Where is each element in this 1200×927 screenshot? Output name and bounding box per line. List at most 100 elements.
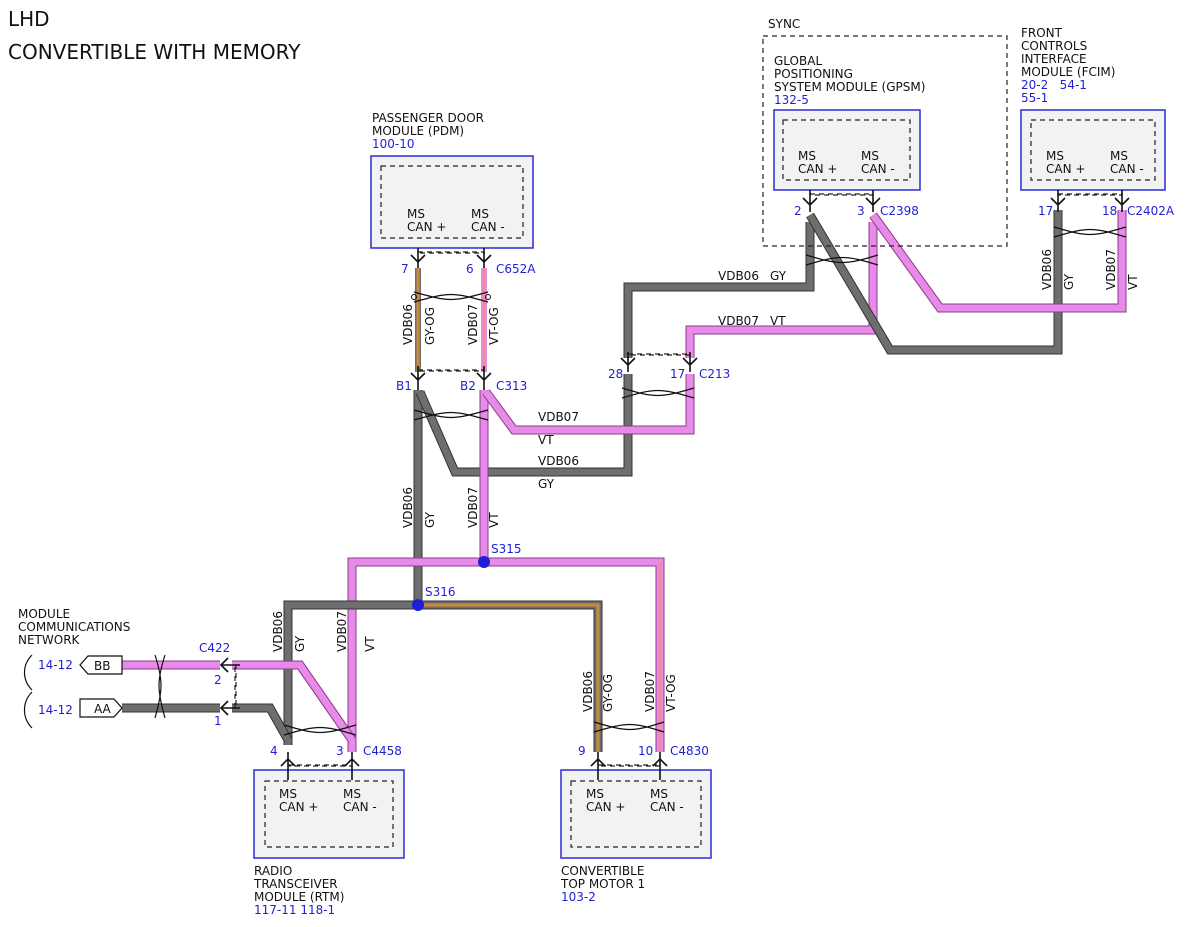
fcim-ref-line2: 55-1	[1021, 91, 1048, 105]
svg-text:VT-OG: VT-OG	[664, 674, 678, 712]
svg-text:VDB06: VDB06	[401, 487, 415, 528]
svg-text:MS: MS	[798, 149, 816, 163]
svg-text:VDB06: VDB06	[718, 269, 759, 283]
svg-text:VT-OG: VT-OG	[487, 307, 501, 345]
network-bb-ref: 14-12	[38, 658, 73, 672]
wire-vt-s315	[347, 557, 665, 752]
svg-text:CAN -: CAN -	[471, 220, 505, 234]
sync-boundary	[762, 35, 1008, 247]
c2402a-label: C2402A	[1127, 204, 1175, 218]
c213-pin-28: 28	[608, 367, 623, 381]
svg-text:RADIO: RADIO	[254, 864, 292, 878]
svg-text:VT: VT	[363, 636, 377, 652]
twist-rtm	[283, 724, 357, 736]
svg-text:VT: VT	[1126, 274, 1140, 290]
svg-text:FRONT: FRONT	[1021, 26, 1063, 40]
svg-text:GY: GY	[293, 635, 307, 652]
svg-text:TOP MOTOR 1: TOP MOTOR 1	[560, 877, 645, 891]
svg-text:VDB07: VDB07	[1104, 249, 1118, 290]
module-pdm: PASSENGER DOOR MODULE (PDM) 100-10 MS CA…	[370, 111, 534, 249]
c313-label: C313	[496, 379, 527, 393]
svg-text:CONTROLS: CONTROLS	[1021, 39, 1087, 53]
svg-text:CAN +: CAN +	[407, 220, 446, 234]
module-fcim: FRONT CONTROLS INTERFACE MODULE (FCIM) 2…	[1020, 26, 1166, 191]
c4830-pin-9: 9	[578, 744, 586, 758]
svg-text:CAN +: CAN +	[586, 800, 625, 814]
twist-network	[154, 654, 166, 719]
c4830-label: C4830	[670, 744, 709, 758]
svg-text:MS: MS	[1110, 149, 1128, 163]
svg-text:VDB06: VDB06	[401, 304, 415, 345]
network-tag-bb: BB	[79, 655, 123, 675]
svg-text:MODULE (RTM): MODULE (RTM)	[254, 890, 344, 904]
svg-text:VT: VT	[487, 512, 501, 528]
svg-text:GY: GY	[423, 511, 437, 528]
svg-text:VDB06: VDB06	[271, 611, 285, 652]
svg-text:AA: AA	[94, 702, 112, 716]
svg-text:GY-OG: GY-OG	[423, 307, 437, 345]
svg-text:SYSTEM MODULE (GPSM): SYSTEM MODULE (GPSM)	[774, 80, 925, 94]
svg-text:CONVERTIBLE: CONVERTIBLE	[561, 864, 644, 878]
c2398-pin-2: 2	[794, 204, 802, 218]
splice-s316-label: S316	[425, 585, 456, 599]
svg-text:BB: BB	[94, 659, 110, 673]
svg-text:VDB06: VDB06	[538, 454, 579, 468]
network-tag-aa: AA	[79, 698, 123, 718]
svg-text:CAN +: CAN +	[279, 800, 318, 814]
svg-text:MODULE: MODULE	[18, 607, 70, 621]
svg-text:CAN -: CAN -	[343, 800, 377, 814]
twist-gpsm	[805, 254, 879, 266]
svg-text:CAN -: CAN -	[861, 162, 895, 176]
svg-text:CAN -: CAN -	[1110, 162, 1144, 176]
svg-text:VDB07: VDB07	[538, 410, 579, 424]
svg-text:VT: VT	[538, 433, 554, 447]
c4458-pin-4: 4	[270, 744, 278, 758]
title-line2: CONVERTIBLE WITH MEMORY	[8, 40, 301, 64]
svg-text:VDB06: VDB06	[1040, 249, 1054, 290]
svg-text:GY: GY	[538, 477, 555, 491]
svg-text:GLOBAL: GLOBAL	[774, 54, 822, 68]
network-aa-ref: 14-12	[38, 703, 73, 717]
svg-text:CAN +: CAN +	[798, 162, 837, 176]
network-bracket	[23, 654, 33, 729]
pdm-ref: 100-10	[372, 137, 415, 151]
svg-text:MS: MS	[1046, 149, 1064, 163]
pdm-name-line1: PASSENGER DOOR	[372, 111, 484, 125]
sync-label: SYNC	[768, 17, 800, 31]
svg-text:MS: MS	[650, 787, 668, 801]
svg-text:CAN +: CAN +	[1046, 162, 1085, 176]
wire-vt-gpsm-fcim	[869, 210, 1127, 313]
svg-text:VDB06: VDB06	[581, 671, 595, 712]
svg-text:MS: MS	[586, 787, 604, 801]
module-ctm: MS CAN + MS CAN - CONVERTIBLE TOP MOTOR …	[560, 769, 712, 904]
svg-text:GY: GY	[1062, 273, 1076, 290]
svg-text:CAN -: CAN -	[650, 800, 684, 814]
svg-text:INTERFACE: INTERFACE	[1021, 52, 1087, 66]
module-gpsm: GLOBAL POSITIONING SYSTEM MODULE (GPSM) …	[773, 54, 925, 191]
rtm-ref: 117-11 118-1	[254, 903, 335, 917]
splice-s316-dot	[412, 599, 424, 611]
c4830-pin-10: 10	[638, 744, 653, 758]
c422-pin-1: 1	[214, 714, 222, 728]
twist-fcim	[1053, 226, 1127, 238]
svg-text:POSITIONING: POSITIONING	[774, 67, 853, 81]
svg-text:NETWORK: NETWORK	[18, 633, 81, 647]
c422-pin-2: 2	[214, 673, 222, 687]
c422-label: C422	[199, 641, 230, 655]
title-line1: LHD	[8, 7, 50, 31]
module-rtm: MS CAN + MS CAN - RADIO TRANSCEIVER MODU…	[253, 769, 405, 917]
c213-pin-17: 17	[670, 367, 685, 381]
ctm-ref: 103-2	[561, 890, 596, 904]
c2402a-pin-18: 18	[1102, 204, 1117, 218]
svg-text:MODULE (FCIM): MODULE (FCIM)	[1021, 65, 1115, 79]
c2398-label: C2398	[880, 204, 919, 218]
svg-text:TRANSCEIVER: TRANSCEIVER	[253, 877, 338, 891]
gpsm-ref: 132-5	[774, 93, 809, 107]
svg-text:MS: MS	[343, 787, 361, 801]
twist-pdm	[411, 291, 491, 303]
c2398-pin-3: 3	[857, 204, 865, 218]
svg-text:VDB07: VDB07	[335, 611, 349, 652]
splice-s315-label: S315	[491, 542, 522, 556]
svg-text:VDB07: VDB07	[643, 671, 657, 712]
